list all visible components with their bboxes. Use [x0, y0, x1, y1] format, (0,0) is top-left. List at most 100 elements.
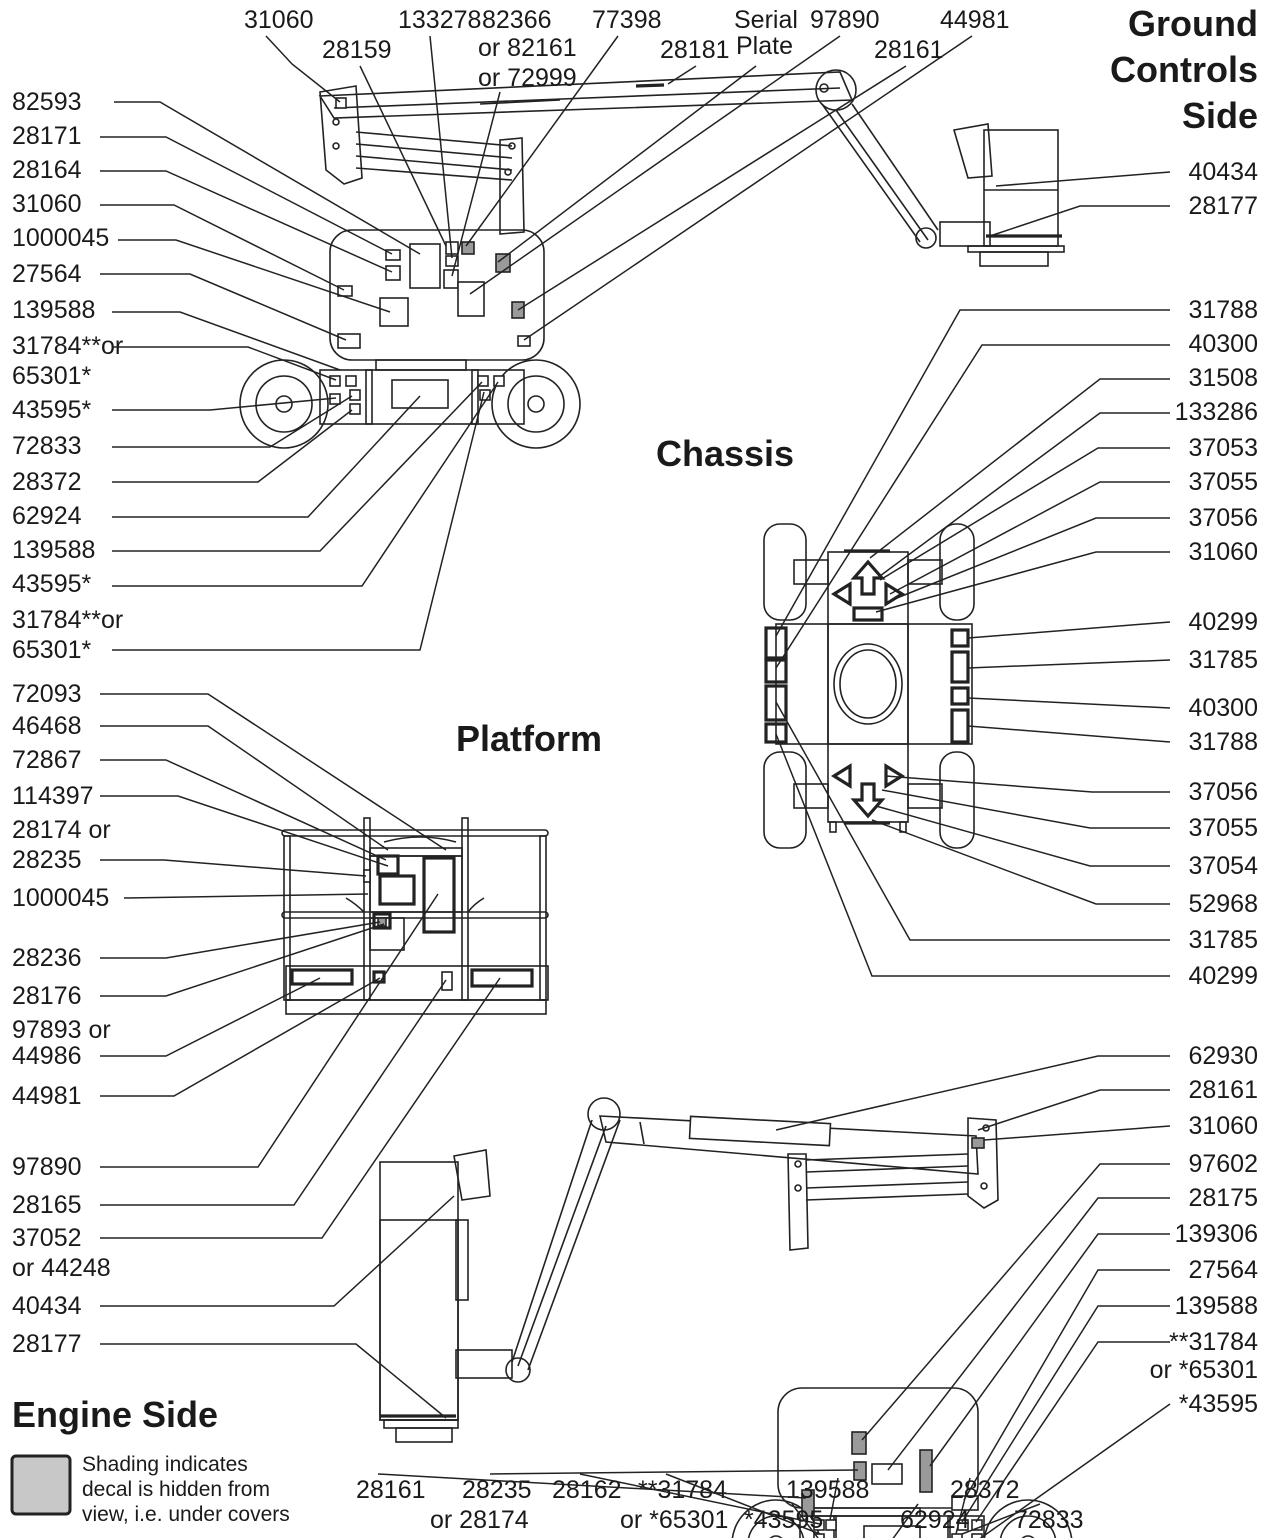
engine-bottom-leader-6	[892, 1503, 919, 1538]
engine-side-decals	[688, 1115, 985, 1538]
platform-left-label-14: 37052	[12, 1224, 82, 1252]
chassis-right-label-2: 31508	[1188, 364, 1258, 392]
platform-leader-17	[100, 1343, 447, 1419]
platform-leader-0	[100, 693, 447, 851]
gc-left-label-15: 31784**or	[12, 606, 123, 634]
gc-left-leader-0	[114, 101, 421, 255]
ground-controls-heading-line1: Ground	[1128, 3, 1258, 44]
platform-left-label-12: 97890	[12, 1153, 82, 1181]
chassis-leader-16	[775, 701, 1170, 941]
gc-left-label-11: 28372	[12, 468, 82, 496]
gc-left-leader-3	[100, 204, 345, 291]
chassis-right-label-10: 40300	[1188, 694, 1258, 722]
gc-top-leader-1	[359, 65, 447, 247]
gc-left-label-10: 72833	[12, 432, 82, 460]
gc-right-label-0: 40434	[1188, 158, 1258, 186]
platform-left-label-7: 28236	[12, 944, 82, 972]
gc-left-label-6: 139588	[12, 296, 95, 324]
engine-bottom-label-2: or 28174	[430, 1506, 529, 1534]
platform-left-label-17: 28177	[12, 1330, 82, 1358]
gc-top-label-8: Serial	[734, 6, 798, 34]
gc-right-leader-0	[995, 171, 1171, 187]
engine-right-label-5: 139306	[1175, 1220, 1258, 1248]
ground-controls-heading-line3: Side	[1182, 95, 1258, 136]
chassis-right-label-5: 37055	[1188, 468, 1258, 496]
chassis-leader-3	[879, 412, 1170, 577]
gc-left-leader-6	[112, 311, 341, 371]
engine-bottom-label-8: 62924	[900, 1506, 970, 1534]
platform-drawing	[281, 817, 549, 1015]
platform-leader-7	[100, 921, 381, 959]
engine-bottom-leader-7	[955, 1477, 971, 1535]
chassis-leader-4	[879, 447, 1170, 581]
platform-leader-2	[100, 759, 387, 861]
chassis-right-label-1: 40300	[1188, 330, 1258, 358]
platform-leader-10	[100, 977, 321, 1057]
chassis-right-label-16: 31785	[1188, 926, 1258, 954]
chassis-right-label-14: 37054	[1188, 852, 1258, 880]
gc-left-label-16: 65301*	[12, 636, 92, 664]
gc-left-leader-10	[112, 395, 353, 448]
engine-right-leader-2	[983, 1125, 1171, 1141]
engine-right-label-0: 62930	[1188, 1042, 1258, 1070]
gc-top-leader-0	[265, 35, 341, 103]
hidden-decal-legend-swatch	[10, 1454, 72, 1516]
platform-left-label-5: 28235	[12, 846, 82, 874]
chassis-right-label-7: 31060	[1188, 538, 1258, 566]
engine-bottom-label-10: 72833	[1014, 1506, 1084, 1534]
chassis-leader-0	[775, 309, 1170, 637]
gc-top-leader-3	[451, 91, 501, 277]
platform-left-label-6: 1000045	[12, 884, 109, 912]
chassis-right-label-0: 31788	[1188, 296, 1258, 324]
platform-left-label-3: 114397	[12, 782, 94, 810]
gc-left-leader-2	[100, 170, 393, 273]
gc-top-label-1: 28159	[322, 36, 392, 64]
engine-right-leader-8	[975, 1341, 1170, 1523]
chassis-right-label-6: 37056	[1188, 504, 1258, 532]
chassis-leader-9	[967, 659, 1171, 669]
platform-left-label-16: 40434	[12, 1292, 82, 1320]
gc-top-label-0: 31060	[244, 6, 314, 34]
gc-left-leader-11	[112, 409, 353, 483]
engine-bottom-leader-0	[377, 1473, 807, 1499]
gc-top-label-6: 77398	[592, 6, 662, 34]
engine-right-label-1: 28161	[1188, 1076, 1258, 1104]
engine-bottom-leader-1	[489, 1469, 859, 1475]
gc-left-leader-12	[112, 395, 421, 518]
engine-bottom-leader-2	[579, 1473, 821, 1525]
gc-left-label-14: 43595*	[12, 570, 92, 598]
chassis-right-label-17: 40299	[1188, 962, 1258, 990]
gc-left-label-12: 62924	[12, 502, 82, 530]
chassis-right-label-13: 37055	[1188, 814, 1258, 842]
chassis-leader-5	[889, 481, 1170, 595]
engine-right-label-2: 31060	[1188, 1112, 1258, 1140]
engine-bottom-label-0: 28161	[356, 1476, 426, 1504]
gc-left-label-9: 43595*	[12, 396, 92, 424]
chassis-right-label-11: 31788	[1188, 728, 1258, 756]
chassis-leader-2	[869, 378, 1170, 559]
engine-right-leader-3	[861, 1163, 1170, 1441]
engine-right-leader-7	[961, 1305, 1170, 1523]
engine-bottom-leader-4	[791, 1503, 819, 1538]
engine-right-label-9: or *65301	[1150, 1356, 1258, 1384]
gc-top-label-11: 28161	[874, 36, 944, 64]
platform-leader-8	[100, 923, 385, 997]
engine-right-label-7: 139588	[1175, 1292, 1258, 1320]
legend-line-3: view, i.e. under covers	[82, 1503, 290, 1526]
engine-right-label-4: 28175	[1188, 1184, 1258, 1212]
platform-leader-13	[100, 979, 447, 1206]
engine-bottom-label-7: 139588	[786, 1476, 869, 1504]
engine-bottom-leader-8	[961, 1503, 1041, 1535]
gc-top-leader-8	[517, 65, 907, 311]
engine-right-leader-10	[979, 1403, 1171, 1538]
chassis-leader-8	[967, 621, 1171, 639]
gc-left-label-1: 28171	[12, 122, 82, 150]
ground-controls-side-drawing	[239, 69, 1065, 449]
platform-left-label-0: 72093	[12, 680, 82, 708]
chassis-leader-15	[871, 819, 1170, 905]
gc-left-label-4: 1000045	[12, 224, 109, 252]
gc-left-leader-9	[112, 397, 337, 411]
gc-left-label-7: 31784**or	[12, 332, 123, 360]
chassis-right-label-8: 40299	[1188, 608, 1258, 636]
